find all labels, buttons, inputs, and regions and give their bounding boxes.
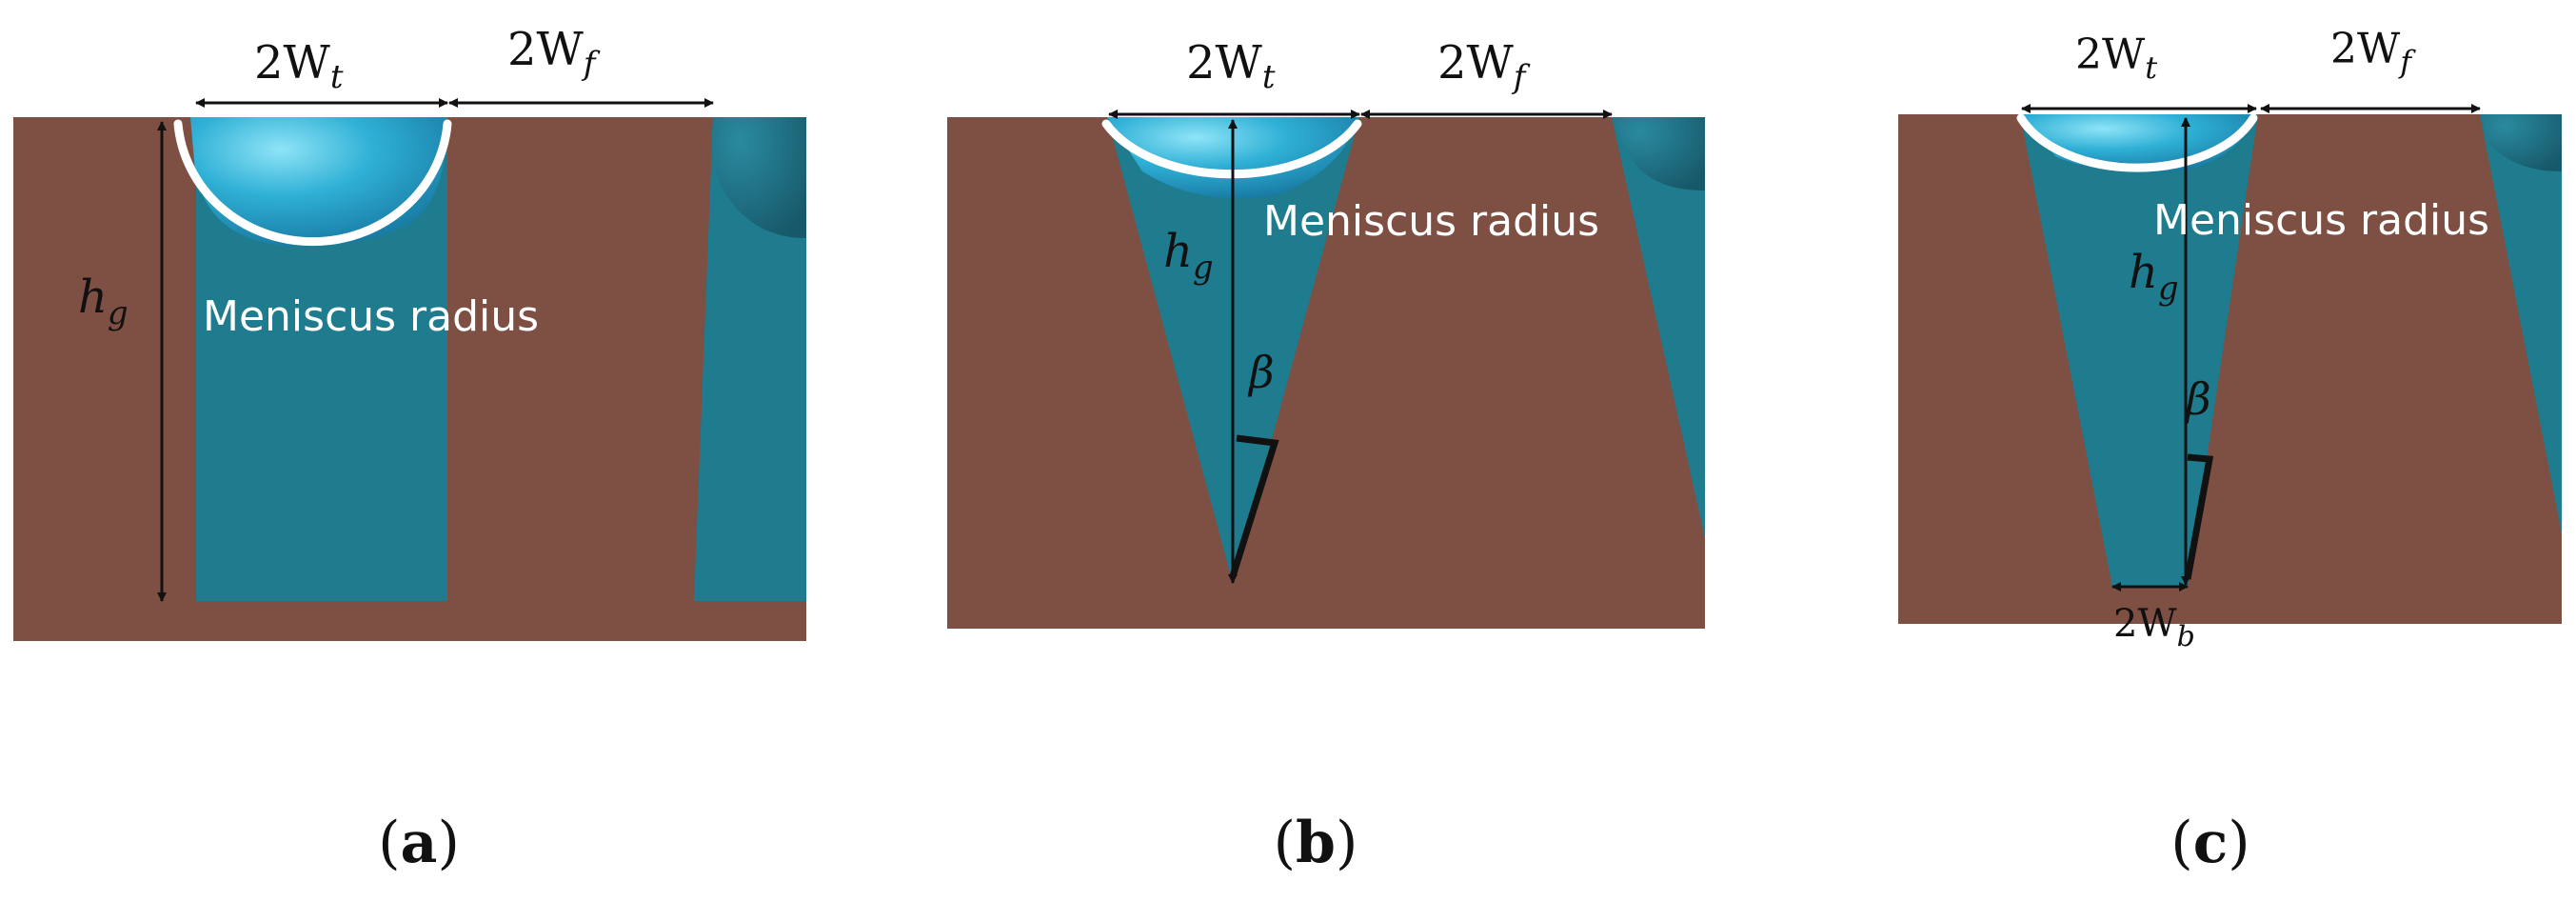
meniscus-surface bbox=[190, 117, 447, 247]
meniscus-surface-partial bbox=[712, 117, 806, 238]
meniscus-arc bbox=[173, 119, 452, 247]
bottom-width-label: 2Wb bbox=[2113, 602, 2195, 653]
meniscus-radius-label: Meniscus radius bbox=[203, 292, 539, 341]
fin-width-label: 2Wf bbox=[507, 23, 601, 83]
fin-width-label: 2Wf bbox=[1437, 36, 1531, 96]
meniscus-arc bbox=[2016, 113, 2258, 172]
angle-label: β bbox=[1247, 347, 1275, 398]
height-label: hg bbox=[78, 271, 129, 332]
meniscus-surface-partial bbox=[1612, 117, 1705, 190]
caption-a: (a) bbox=[378, 810, 460, 876]
panel-a: 2Wt 2Wf hg Meniscus radius (a) bbox=[13, 23, 806, 876]
angle-marker bbox=[1229, 434, 1279, 578]
top-width-label: 2Wt bbox=[254, 36, 344, 96]
caption-b: (b) bbox=[1274, 810, 1358, 876]
angle-label: β bbox=[2184, 373, 2211, 425]
top-width-label: 2Wt bbox=[1186, 36, 1276, 96]
panel-c: 2Wt 2Wf hg β Meniscus radius 2Wb (c) bbox=[1898, 25, 2562, 876]
meniscus-radius-label: Meniscus radius bbox=[2153, 196, 2489, 245]
liquid-trapezoid-partial bbox=[2480, 114, 2562, 533]
fin-width-label: 2Wf bbox=[2330, 25, 2416, 80]
liquid-groove-partial bbox=[694, 117, 806, 601]
angle-marker bbox=[2184, 453, 2214, 580]
panel-b: 2Wt 2Wf hg β Meniscus radius (b) bbox=[947, 36, 1705, 876]
liquid-v-groove-partial bbox=[1612, 117, 1705, 538]
caption-c: (c) bbox=[2170, 810, 2249, 876]
height-label: hg bbox=[2129, 246, 2179, 308]
height-label: hg bbox=[1163, 225, 1214, 287]
meniscus-radius-label: Meniscus radius bbox=[1263, 197, 1599, 246]
top-width-label: 2Wt bbox=[2075, 30, 2157, 86]
liquid-trapezoid-groove bbox=[2020, 114, 2258, 587]
meniscus-surface-partial bbox=[2480, 114, 2562, 171]
